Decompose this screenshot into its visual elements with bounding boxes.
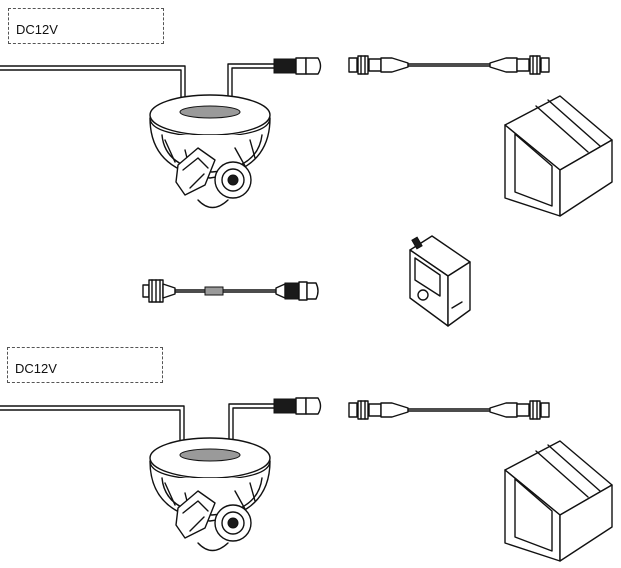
power-label-bottom-text: DC12V <box>15 361 57 376</box>
monitor-icon <box>504 95 613 217</box>
power-label-bottom: DC12V <box>7 347 163 383</box>
adapter-cable-icon <box>142 279 319 303</box>
power-label-top-text: DC12V <box>16 22 58 37</box>
dome-camera-icon-bottom <box>149 437 271 552</box>
dome-camera-icon <box>149 94 271 209</box>
bnc-cable-icon-bottom <box>348 400 550 420</box>
video-plug-bottom <box>273 397 322 415</box>
power-wire-top <box>0 65 186 105</box>
video-wire-bottom <box>228 403 275 449</box>
bnc-cable-icon <box>348 55 550 75</box>
video-plug-top <box>273 57 322 75</box>
power-adapter-icon <box>409 235 471 327</box>
video-wire-top <box>227 63 275 105</box>
monitor-icon-bottom <box>504 440 613 562</box>
power-label-top: DC12V <box>8 8 164 44</box>
power-wire-bottom <box>0 405 185 449</box>
